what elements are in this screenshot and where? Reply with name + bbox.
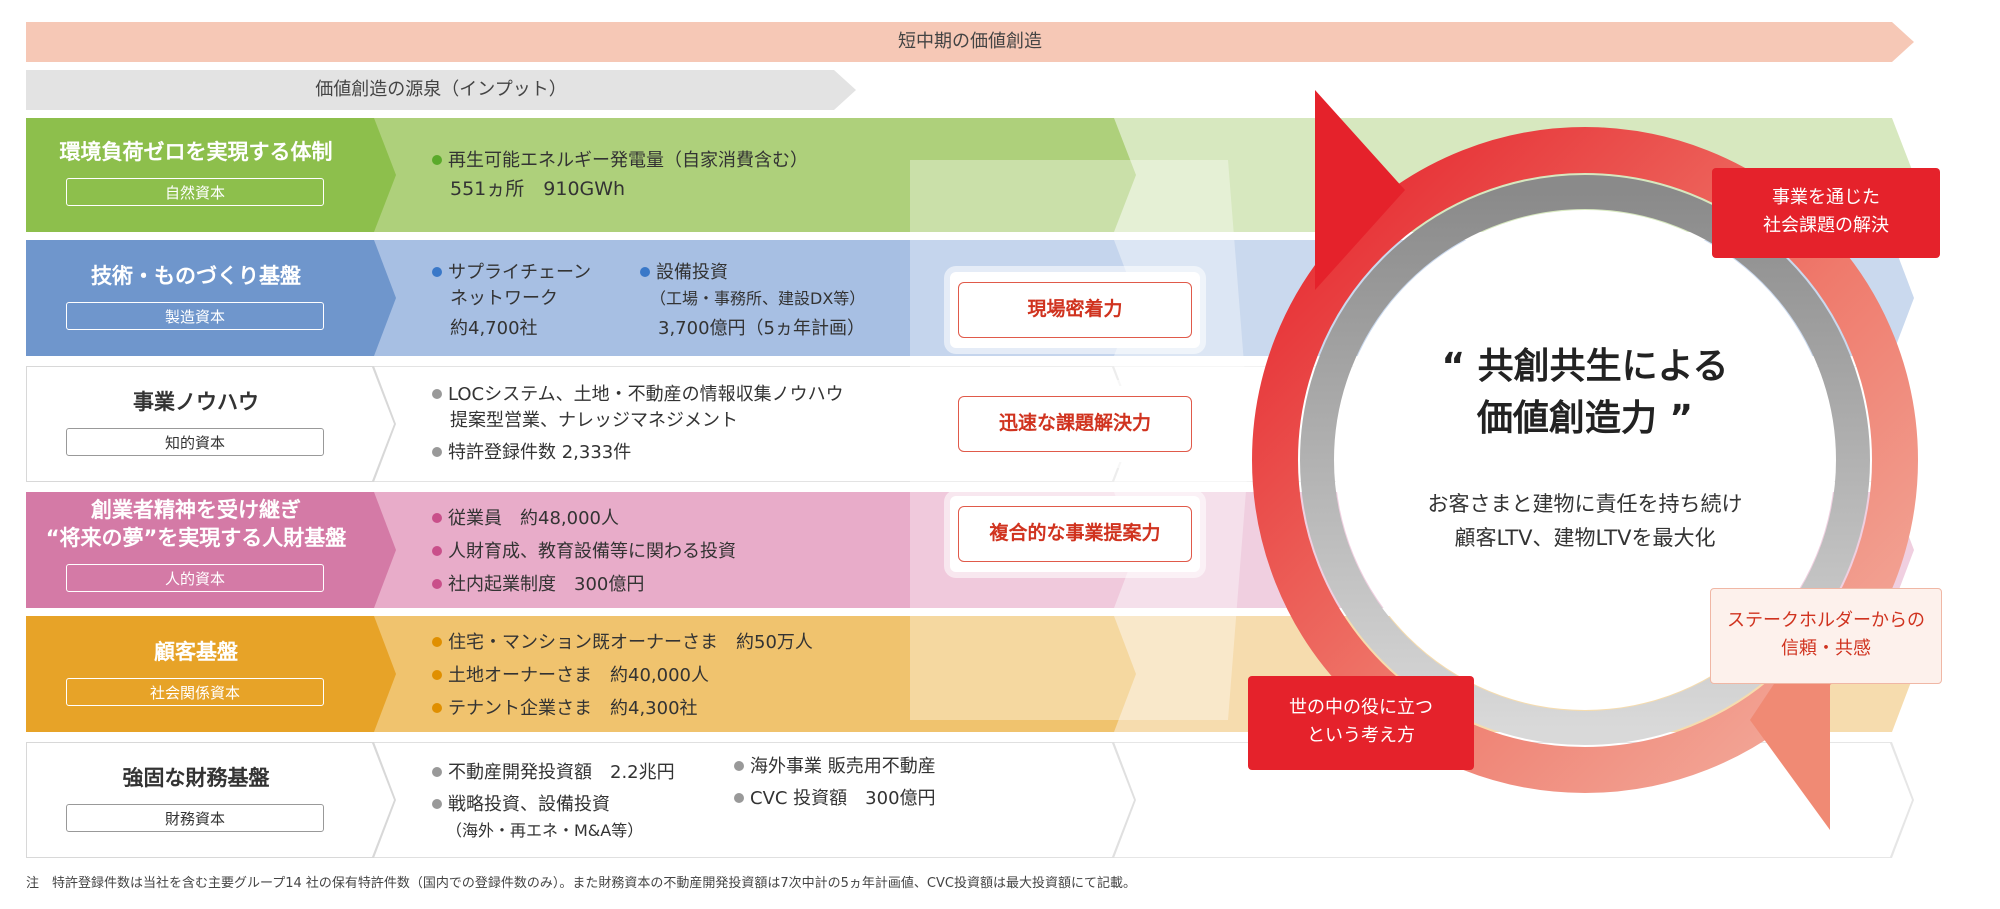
capital-intellectual: 事業ノウハウ 知的資本 — [26, 366, 366, 482]
bullet-dot-icon — [432, 637, 442, 647]
row-human-label-bg — [26, 492, 396, 608]
strength-label-3: 複合的な事業提案力 — [958, 506, 1192, 562]
human-item-2: 人財育成、教育設備等に関わる投資 — [432, 539, 736, 565]
tag-helpful-mindset: 世の中の役に立つ という考え方 — [1248, 676, 1474, 770]
short-mid-term-banner — [26, 22, 1914, 62]
capital-human-title-line2: “将来の夢”を実現する人財基盤 — [45, 526, 347, 550]
capital-manufacturing: 技術・ものづくり基盤 製造資本 — [26, 240, 366, 356]
bullet-dot-icon — [432, 799, 442, 809]
tag-social-issue: 事業を通じた 社会課題の解決 — [1712, 168, 1940, 258]
intellectual-item-1-line2: 提案型営業、ナレッジマネジメント — [450, 410, 738, 431]
financial-item-4: CVC 投資額 300億円 — [734, 786, 936, 812]
financial-item-2-line1: 戦略投資、設備投資 — [432, 792, 610, 818]
capital-social-badge: 社会関係資本 — [66, 678, 324, 706]
capital-manufacturing-badge: 製造資本 — [66, 302, 324, 330]
financial-item-1: 不動産開発投資額 2.2兆円 — [432, 760, 675, 786]
bullet-dot-icon — [432, 389, 442, 399]
center-sub-line2: 顧客LTV、建物LTVを最大化 — [1454, 526, 1716, 550]
capital-intellectual-title: 事業ノウハウ — [133, 390, 259, 414]
bullet-dot-icon — [432, 155, 442, 165]
capital-intellectual-badge: 知的資本 — [66, 428, 324, 456]
center-headline-line2: 価値創造力 ” — [1476, 398, 1694, 439]
short-mid-term-label: 短中期の価値創造 — [898, 31, 1042, 52]
capital-natural: 環境負荷ゼロを実現する体制 自然資本 — [26, 118, 366, 232]
strength-label-2: 迅速な課題解決力 — [958, 396, 1192, 452]
bullet-dot-icon — [734, 761, 744, 771]
capital-social: 顧客基盤 社会関係資本 — [26, 616, 366, 732]
social-item-2: 土地オーナーさま 約40,000人 — [432, 663, 709, 689]
bullet-dot-icon — [432, 703, 442, 713]
cycle-arrowhead-top — [1315, 90, 1405, 290]
manufacturing-col2-value: 3,700億円（5ヵ年計画） — [658, 318, 865, 339]
capital-manufacturing-title: 技術・ものづくり基盤 — [91, 264, 301, 288]
capital-financial: 強固な財務基盤 財務資本 — [26, 742, 366, 858]
manufacturing-col1-line1: サプライチェーン — [432, 260, 591, 286]
row-manufacturing-label-bg — [26, 240, 396, 356]
inner-ring — [1300, 175, 1870, 745]
natural-value: 551ヵ所 910GWh — [450, 178, 626, 200]
strength-box-1: 現場密着力 — [950, 272, 1200, 348]
strength-box-2: 迅速な課題解決力 — [950, 386, 1200, 462]
row-financial-label-bg — [27, 743, 394, 857]
manufacturing-col1-value: 約4,700社 — [450, 318, 538, 339]
capital-human-badge: 人的資本 — [66, 564, 324, 592]
social-item-1: 住宅・マンション既オーナーさま 約50万人 — [432, 630, 813, 656]
capital-natural-title: 環境負荷ゼロを実現する体制 — [59, 140, 333, 164]
value-source-label: 価値創造の源泉（インプット） — [315, 79, 567, 100]
value-source-banner — [26, 70, 856, 110]
financial-item-3: 海外事業 販売用不動産 — [734, 754, 936, 780]
bullet-dot-icon — [432, 513, 442, 523]
footnote: 注 特許登録件数は当社を含む主要グループ14 社の保有特許件数（国内での登録件数… — [26, 876, 1136, 891]
bullet-dot-icon — [432, 267, 442, 277]
strength-label-1: 現場密着力 — [958, 282, 1192, 338]
row-intellectual-label-bg — [27, 367, 394, 481]
intellectual-item-1-line1: LOCシステム、土地・不動産の情報収集ノウハウ — [432, 382, 844, 408]
human-item-1: 従業員 約48,000人 — [432, 506, 619, 532]
value-cycle-graphic — [1252, 90, 1918, 830]
intellectual-item-2: 特許登録件数 2,333件 — [432, 440, 631, 466]
outer-ring — [1252, 127, 1918, 793]
human-item-3: 社内起業制度 300億円 — [432, 572, 644, 598]
capital-natural-badge: 自然資本 — [66, 178, 324, 206]
center-sub-line1: お客さまと建物に責任を持ち続け — [1427, 492, 1743, 516]
capital-human: 創業者精神を受け継ぎ “将来の夢”を実現する人財基盤 人的資本 — [26, 492, 366, 608]
capital-social-title: 顧客基盤 — [154, 640, 238, 664]
capital-financial-title: 強固な財務基盤 — [122, 766, 270, 790]
tag-stakeholder-trust-line2: 信頼・共感 — [1781, 638, 1871, 659]
social-item-3: テナント企業さま 約4,300社 — [432, 696, 698, 722]
manufacturing-col2-line2: （工場・事務所、建設DX等） — [650, 289, 866, 308]
capital-financial-badge: 財務資本 — [66, 804, 324, 832]
row-natural-label-bg — [26, 118, 396, 232]
financial-item-2-line2: （海外・再エネ・M&A等） — [446, 821, 644, 840]
bullet-dot-icon — [432, 670, 442, 680]
tag-social-issue-line2: 社会課題の解決 — [1763, 215, 1889, 236]
tag-helpful-mindset-line2: という考え方 — [1307, 725, 1415, 746]
tag-stakeholder-trust: ステークホルダーからの 信頼・共感 — [1710, 588, 1942, 684]
row-social-label-bg — [26, 616, 396, 732]
strength-box-3: 複合的な事業提案力 — [950, 496, 1200, 572]
center-disc — [1335, 210, 1835, 710]
tag-social-issue-line1: 事業を通じた — [1772, 187, 1880, 208]
center-headline-line1: “ 共創共生による — [1441, 346, 1729, 387]
bullet-dot-icon — [432, 579, 442, 589]
bullet-dot-icon — [734, 793, 744, 803]
manufacturing-col2-line1: 設備投資 — [640, 260, 728, 286]
bullet-dot-icon — [432, 546, 442, 556]
natural-item-1: 再生可能エネルギー発電量（自家消費含む） — [432, 148, 808, 174]
bullet-dot-icon — [432, 767, 442, 777]
tag-helpful-mindset-line1: 世の中の役に立つ — [1289, 697, 1433, 718]
manufacturing-col1-line2: ネットワーク — [450, 288, 558, 309]
bullet-dot-icon — [640, 267, 650, 277]
capital-human-title-line1: 創業者精神を受け継ぎ — [91, 498, 301, 522]
bullet-dot-icon — [432, 447, 442, 457]
tag-stakeholder-trust-line1: ステークホルダーからの — [1727, 610, 1925, 631]
